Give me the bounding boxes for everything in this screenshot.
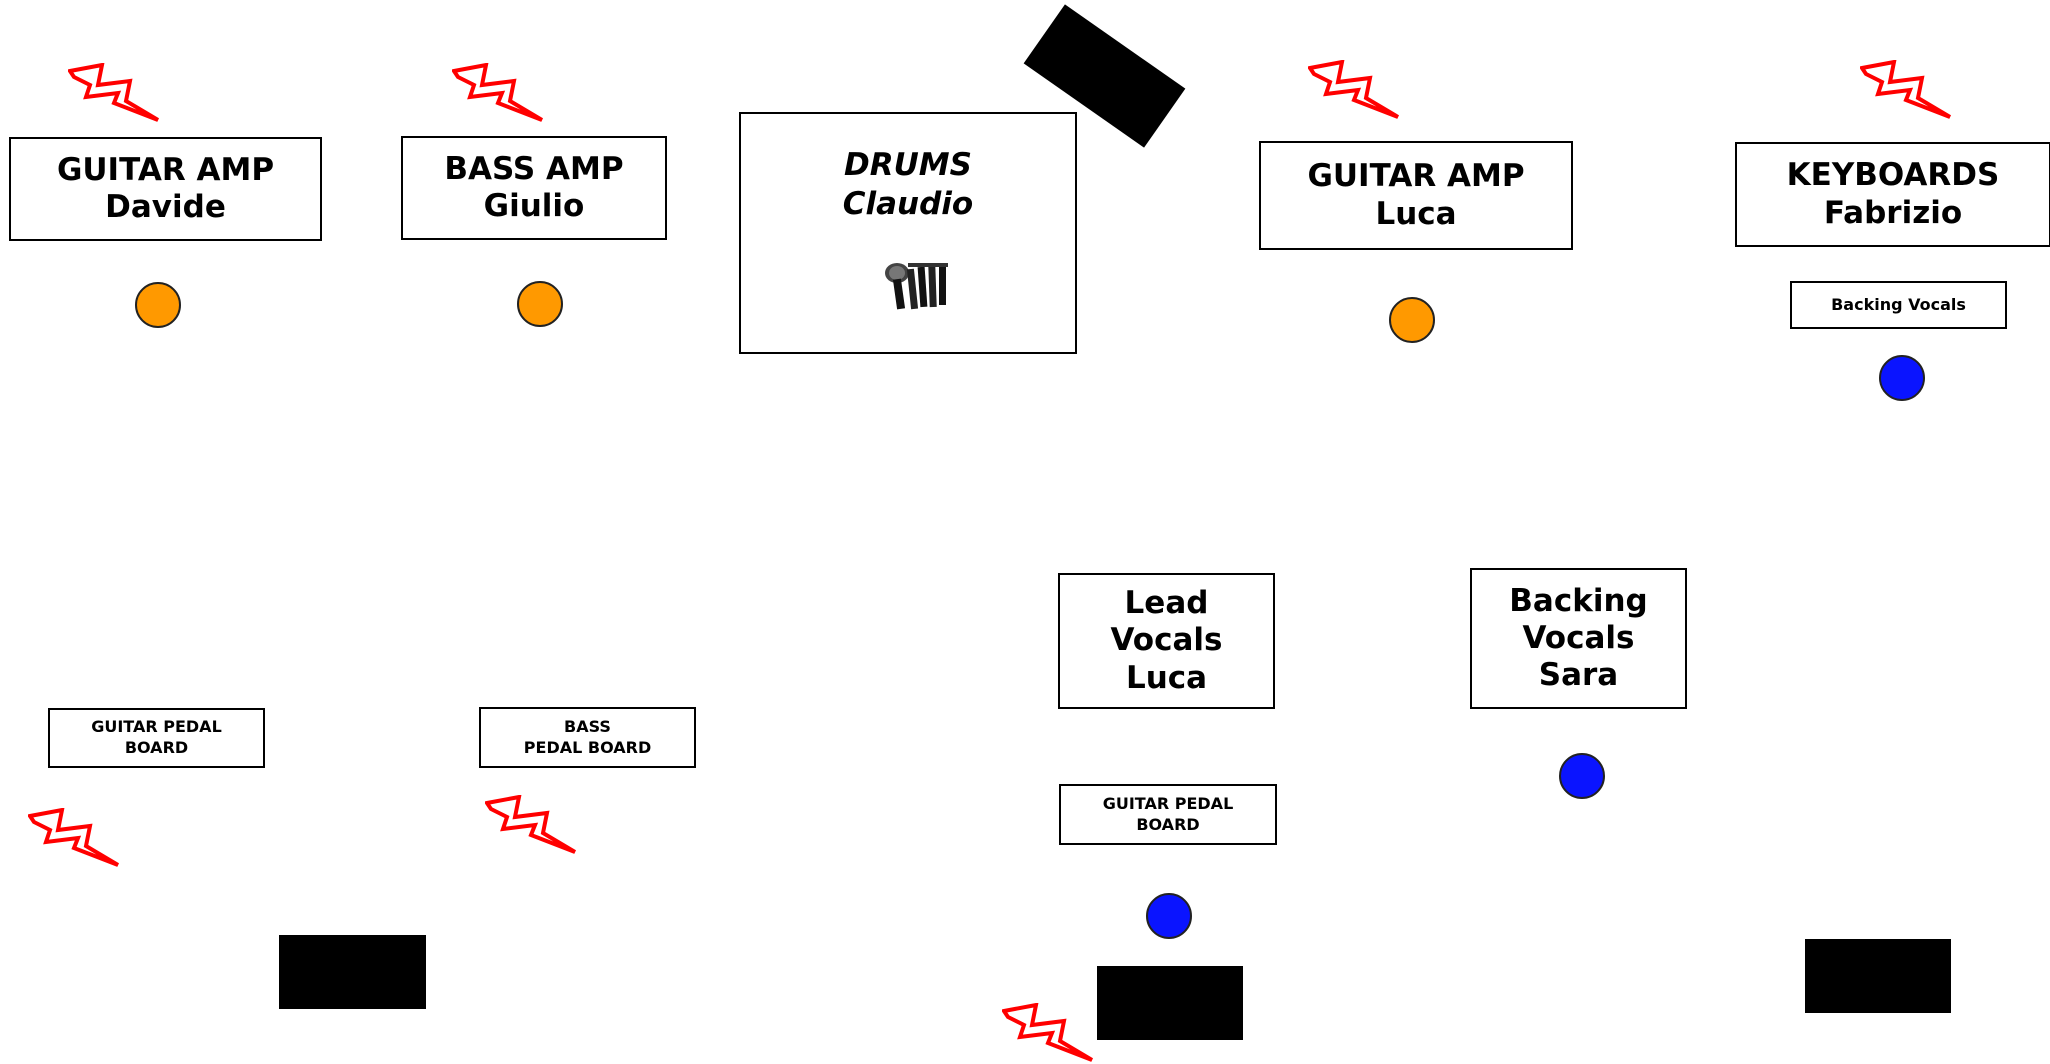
musician-name: Fabrizio	[1823, 194, 1963, 231]
musician-name: Davide	[105, 189, 226, 225]
amp-label: BASS AMP	[444, 150, 624, 187]
amp-label: KEYBOARDS	[1786, 157, 2000, 194]
power-outlet-icon	[1860, 60, 1952, 119]
amp-label: GUITAR AMP	[56, 151, 275, 188]
keyboards-backing-vocals-label: Backing Vocals	[1790, 281, 2007, 329]
drums-label: DRUMS	[844, 147, 972, 183]
power-outlet-icon	[28, 808, 120, 867]
microphone-stand-icon	[1146, 893, 1192, 939]
drums-claudio: DRUMS Claudio	[739, 112, 1077, 354]
musician-name: Giulio	[483, 188, 585, 224]
guitar-pedal-board-center: GUITAR PEDAL BOARD	[1059, 784, 1277, 845]
monitor-wedge-icon	[1097, 966, 1243, 1040]
microphone-stand-icon	[517, 281, 563, 327]
monitor-wedge-icon	[1805, 939, 1951, 1013]
guitar-amp-luca: GUITAR AMP Luca	[1259, 141, 1573, 250]
drummer-name: Claudio	[842, 185, 974, 222]
microphone-stand-icon	[1389, 297, 1435, 343]
microphone-stand-icon	[135, 282, 181, 328]
power-outlet-icon	[1308, 60, 1400, 119]
keyboards-fabrizio: KEYBOARDS Fabrizio	[1735, 142, 2050, 247]
drum-microphones-icon	[885, 263, 948, 310]
bass-amp-giulio: BASS AMP Giulio	[401, 136, 667, 240]
lead-vocals-luca: Lead Vocals Luca	[1058, 573, 1275, 709]
power-outlet-icon	[485, 795, 577, 854]
power-outlet-icon	[452, 63, 544, 122]
backing-vocals-sara: Backing Vocals Sara	[1470, 568, 1687, 709]
amp-label: GUITAR AMP	[1307, 158, 1525, 195]
musician-name: Luca	[1375, 195, 1457, 232]
guitar-amp-davide: GUITAR AMP Davide	[9, 137, 322, 241]
power-outlet-icon	[68, 63, 160, 122]
microphone-stand-icon	[1559, 753, 1605, 799]
power-outlet-icon	[1002, 1003, 1094, 1062]
monitor-wedge-icon	[279, 935, 426, 1009]
microphone-stand-icon	[1879, 355, 1925, 401]
guitar-pedal-board-left: GUITAR PEDAL BOARD	[48, 708, 265, 768]
bass-pedal-board: BASS PEDAL BOARD	[479, 707, 696, 768]
